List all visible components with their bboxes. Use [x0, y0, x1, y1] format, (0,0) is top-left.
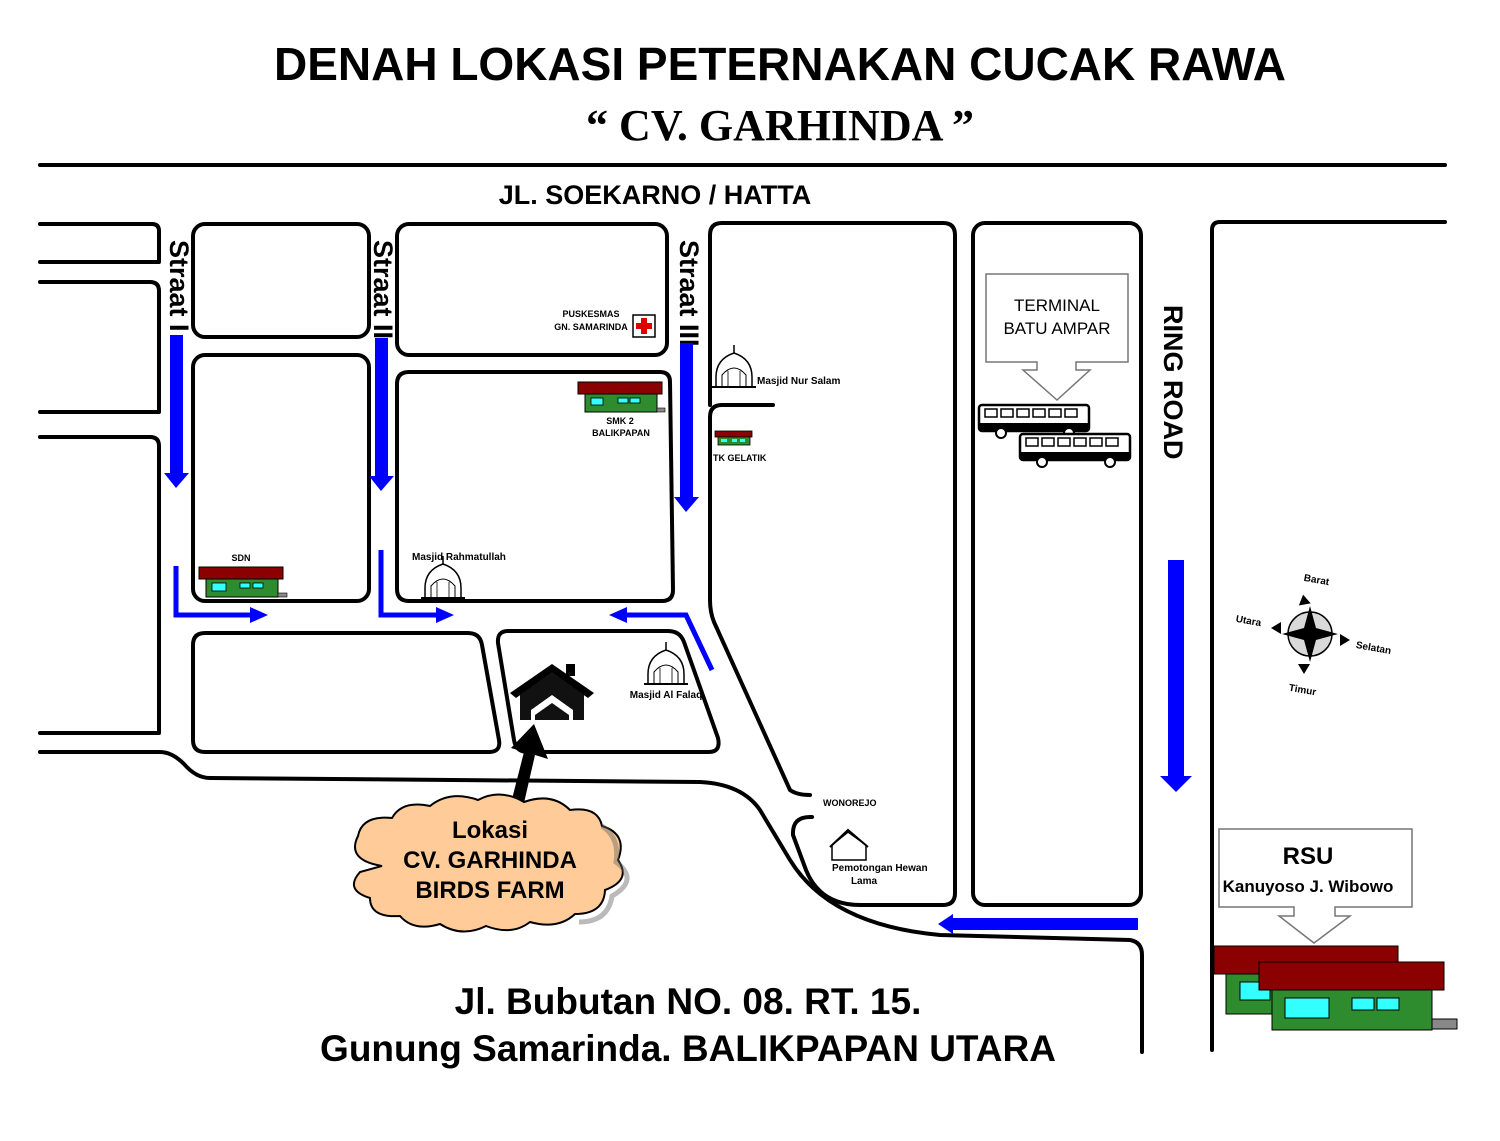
- masjid-al-falaq-label: Masjid Al Falaq: [630, 690, 702, 701]
- masjid-nur-salam-label: Masjid Nur Salam: [757, 376, 840, 387]
- location-label-3: BIRDS FARM: [415, 877, 564, 904]
- tk-gelatik-label: TK GELATIK: [713, 453, 767, 463]
- location-label-1: Lokasi: [452, 817, 528, 844]
- map-title: DENAH LOKASI PETERNAKAN CUCAK RAWA: [274, 38, 1286, 90]
- ring-road-arrow: [1160, 560, 1192, 792]
- block-b: [191, 353, 371, 603]
- slaughterhouse-icon: [829, 828, 869, 861]
- compass-selatan: Selatan: [1355, 640, 1392, 657]
- puskesmas-label-1: PUSKESMAS: [562, 309, 619, 319]
- block-d: [395, 370, 676, 603]
- terminal-label-2: BATU AMPAR: [1003, 319, 1110, 338]
- block-e: [191, 631, 502, 754]
- sdn-label: SDN: [231, 553, 250, 563]
- smk-label-2: BALIKPAPAN: [592, 428, 650, 438]
- farm-pointer-arrow: [511, 724, 548, 803]
- rsu-callout: [1218, 828, 1413, 944]
- rsu-label-1: RSU: [1283, 843, 1334, 870]
- straat-2-arrow: [369, 338, 394, 491]
- straat-1-label: Straat I: [164, 240, 194, 332]
- farm-house-icon: [510, 664, 594, 720]
- smk-building-icon: [577, 381, 666, 413]
- location-label-2: CV. GARHINDA: [403, 847, 577, 874]
- compass-utara: Utara: [1235, 614, 1263, 629]
- compass-timur: Timur: [1288, 683, 1317, 699]
- location-cloud: [352, 793, 630, 933]
- hospital-building-icon: [1213, 945, 1458, 1031]
- mosque-icon: [711, 344, 757, 388]
- smk-label-1: SMK 2: [606, 416, 634, 426]
- block-a: [191, 222, 371, 339]
- rahmatullah-turn-arrow: [378, 550, 454, 623]
- block-c: [395, 222, 669, 357]
- block-g-inner: [708, 403, 812, 797]
- left-block-1: [38, 280, 161, 414]
- masjid-rahmatullah-label: Masjid Rahmatullah: [412, 552, 506, 563]
- terminal-block: [971, 221, 1143, 907]
- compass-barat: Barat: [1303, 573, 1331, 588]
- sdn-building-icon: [198, 566, 288, 598]
- sdn-turn-arrow: [173, 566, 268, 623]
- wonorejo-label: WONOREJO: [823, 798, 877, 808]
- address-line-2: Gunung Samarinda. BALIKPAPAN UTARA: [320, 1028, 1056, 1069]
- straat-3-label: Straat III: [674, 240, 704, 347]
- lower-road-edge: [38, 750, 1144, 1054]
- bottom-left-arrow: [938, 914, 1138, 934]
- block-g: [708, 221, 957, 907]
- tk-building-icon: [714, 430, 753, 446]
- left-block-2: [38, 435, 161, 735]
- map-subtitle: “ CV. GARHINDA ”: [586, 101, 974, 150]
- straat-3-arrow: [674, 343, 699, 512]
- address-line-1: Jl. Bubutan NO. 08. RT. 15.: [455, 981, 922, 1022]
- main-road-bottom-edge-right: [1210, 220, 1447, 1052]
- ring-road-label: RING ROAD: [1158, 305, 1188, 460]
- straat-1-arrow: [164, 335, 189, 488]
- terminal-label-1: TERMINAL: [1014, 296, 1100, 315]
- falaq-turn-arrow: [609, 607, 715, 672]
- pemotongan-label-2: Lama: [851, 876, 878, 887]
- main-road-label: JL. SOEKARNO / HATTA: [499, 180, 812, 210]
- compass-rose-icon: [1271, 594, 1350, 674]
- puskesmas-label-2: GN. SAMARINDA: [554, 322, 628, 332]
- pemotongan-label-1: Pemotongan Hewan: [832, 863, 928, 874]
- rsu-label-2: Kanuyoso J. Wibowo: [1223, 877, 1394, 896]
- main-road-bottom-edge-left: [38, 222, 161, 264]
- straat-2-label: Straat II: [368, 240, 398, 339]
- terminal-callout: [985, 273, 1129, 402]
- red-cross-icon: [632, 314, 656, 338]
